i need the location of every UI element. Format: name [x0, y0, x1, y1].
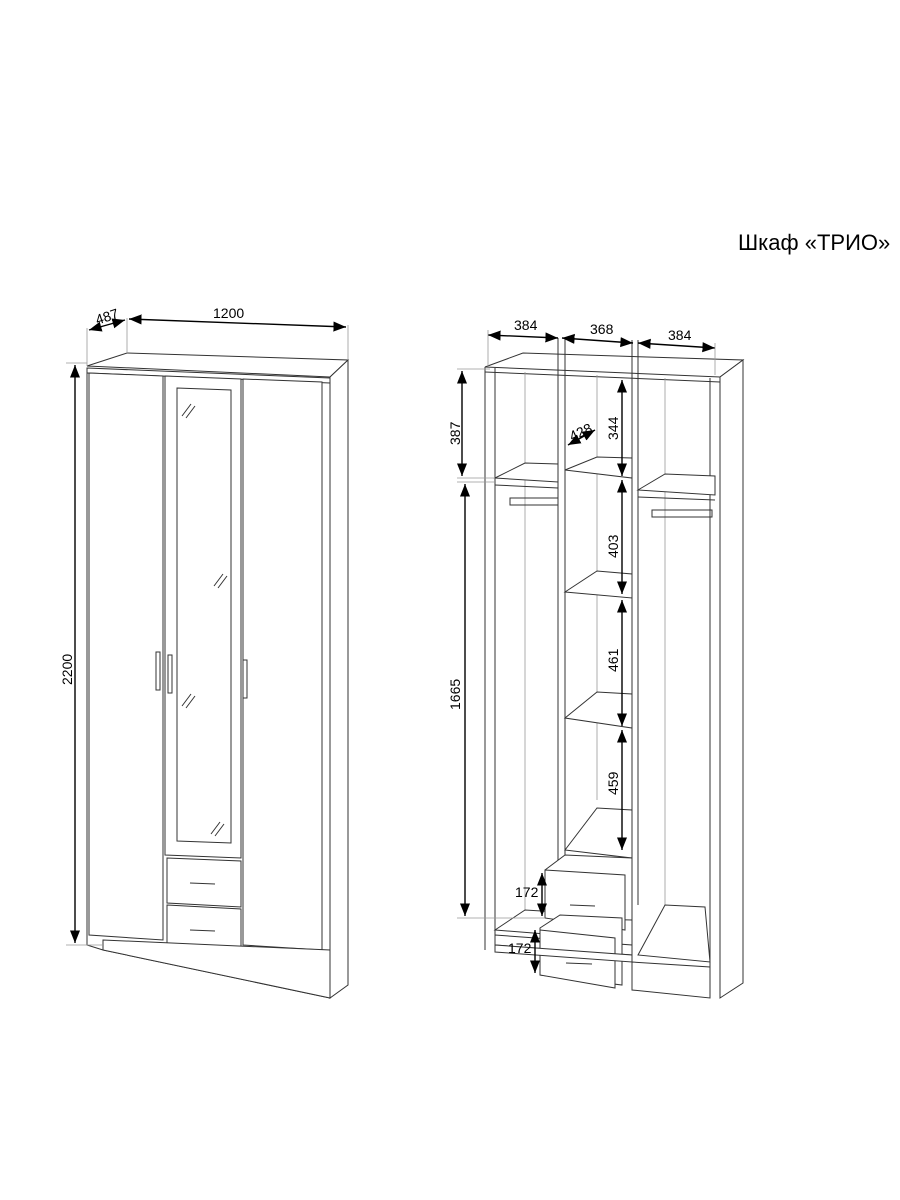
drawer-2-label: 172 [508, 940, 532, 956]
right-width-label: 384 [668, 327, 692, 343]
side-panel [719, 359, 744, 999]
drawing-title: Шкаф «ТРИО» [738, 230, 890, 255]
depth-label: 487 [93, 305, 120, 328]
hat-shelf-left [493, 462, 559, 483]
height-label: 2200 [59, 654, 75, 685]
front-dimensions: 487 1200 2200 [59, 305, 349, 946]
width-label: 1200 [213, 305, 244, 321]
side-panel [329, 358, 349, 999]
hanging-rod-right [651, 509, 713, 518]
drawer-1-label: 172 [515, 884, 539, 900]
shelf-gap-2-label: 461 [605, 648, 621, 672]
open-wardrobe [484, 338, 745, 999]
plinth [102, 939, 331, 999]
handle [155, 651, 161, 691]
middle-top-label: 344 [605, 416, 621, 440]
mirror [176, 387, 232, 844]
middle-width-label: 368 [590, 321, 614, 337]
handle [242, 659, 248, 699]
bottom-right [637, 904, 711, 963]
left-door [88, 372, 164, 941]
drawer-upper [166, 857, 242, 908]
closed-wardrobe [86, 352, 350, 999]
middle-shelf-1 [564, 456, 633, 479]
hanging-height-label: 1665 [447, 679, 463, 710]
left-width-label: 384 [514, 317, 538, 333]
hanging-rod-left [509, 497, 559, 506]
middle-shelf-3 [563, 691, 633, 729]
right-door [242, 378, 323, 951]
top-compartment-label: 387 [447, 421, 463, 445]
middle-shelf-2 [563, 570, 633, 599]
handle [167, 654, 173, 694]
shelf-gap-3-label: 459 [605, 771, 621, 795]
shelf-gap-1-label: 403 [605, 534, 621, 558]
middle-shelf-4 [564, 807, 633, 859]
shelf-depth-label: 428 [567, 420, 595, 444]
hat-shelf-right [636, 473, 716, 496]
